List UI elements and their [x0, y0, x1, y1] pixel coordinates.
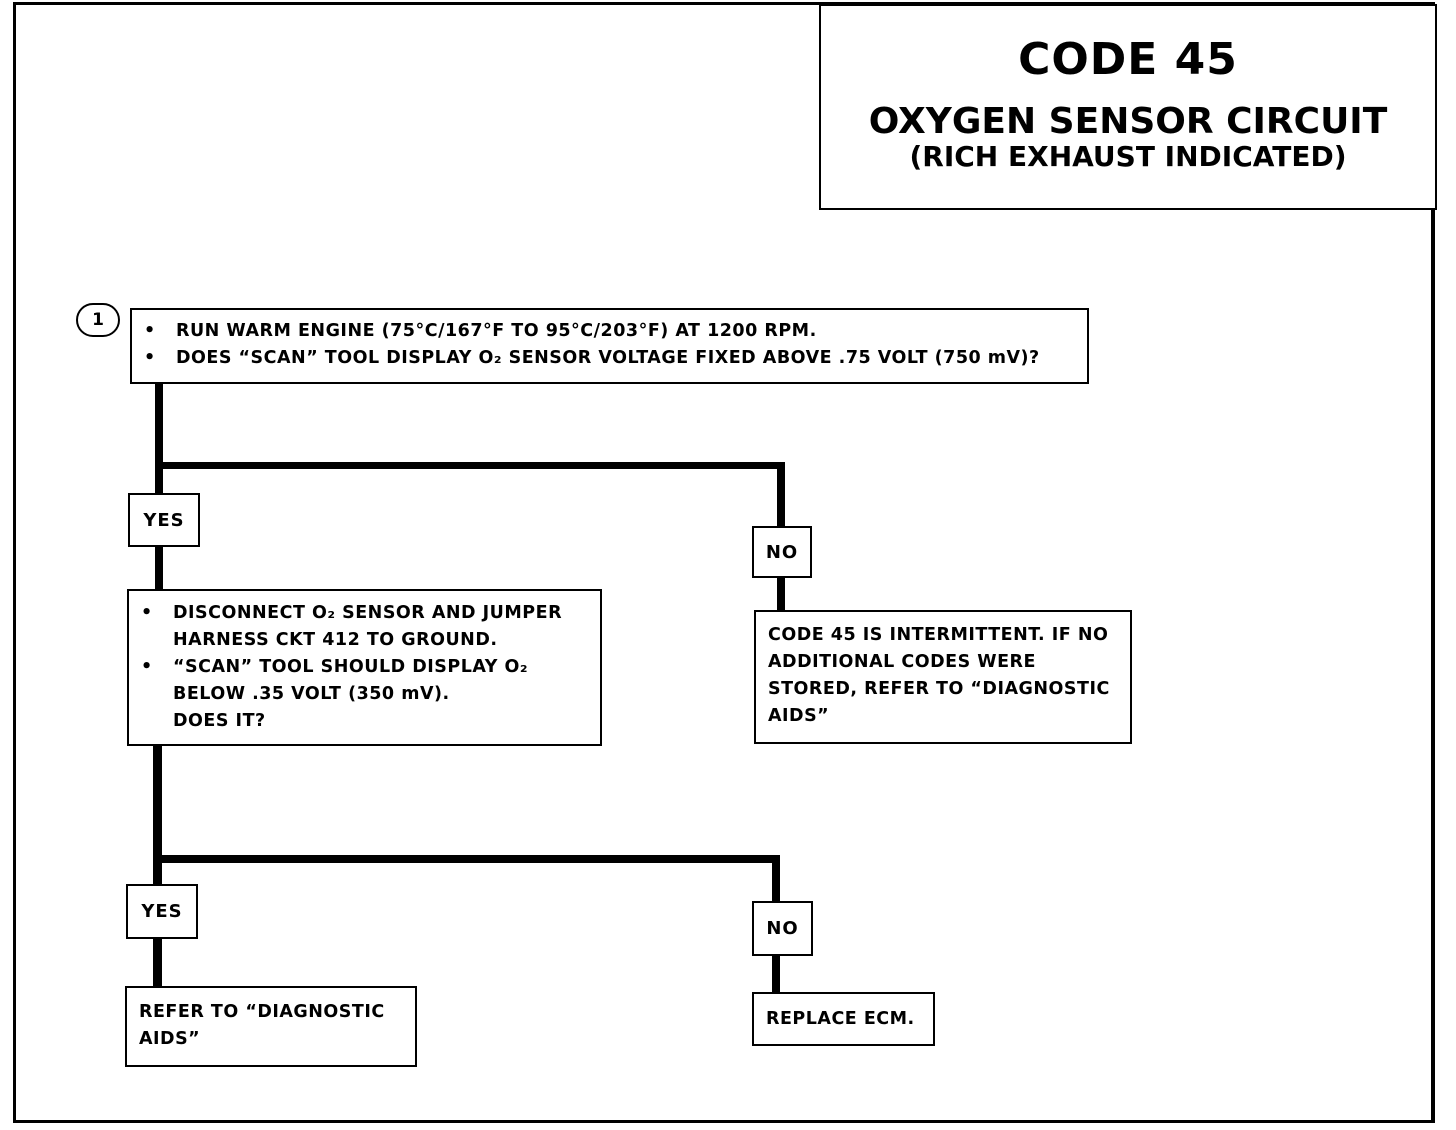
- no-label: NO: [752, 526, 812, 578]
- yes1-line: BELOW .35 VOLT (350 mV).: [173, 684, 450, 704]
- no2-line: REPLACE ECM.: [766, 1009, 915, 1029]
- yes1-item: • “SCAN” TOOL SHOULD DISPLAY O₂: [129, 654, 600, 681]
- bullet-icon: •: [141, 603, 153, 623]
- yes1-line-cont: HARNESS CKT 412 TO GROUND.: [129, 627, 600, 654]
- yes-label: YES: [128, 493, 200, 547]
- yes2-line: REFER TO “DIAGNOSTIC: [139, 1002, 385, 1022]
- no-label: NO: [752, 901, 813, 956]
- diagram-frame: [13, 2, 1435, 1123]
- yes1-line: DISCONNECT O₂ SENSOR AND JUMPER: [173, 603, 563, 623]
- step-number-badge: 1: [76, 303, 120, 337]
- intermittent-box: CODE 45 IS INTERMITTENT. IF NO ADDITIONA…: [754, 610, 1132, 744]
- connector-no2-down: [772, 954, 780, 994]
- yes1-line: “SCAN” TOOL SHOULD DISPLAY O₂: [173, 657, 529, 677]
- connector-step1-down: [155, 376, 163, 496]
- circuit-title: OXYGEN SENSOR CIRCUIT: [868, 101, 1388, 142]
- yes1-line-cont: BELOW .35 VOLT (350 mV).: [129, 681, 600, 708]
- connector-no1-down: [777, 576, 785, 612]
- step1-line: DOES “SCAN” TOOL DISPLAY O₂ SENSOR VOLTA…: [176, 348, 1040, 368]
- connector-yes2-down: [153, 937, 162, 989]
- refer-diagnostic-aids-box: REFER TO “DIAGNOSTIC AIDS”: [125, 986, 417, 1067]
- no1-line: CODE 45 IS INTERMITTENT. IF NO: [768, 625, 1109, 645]
- disconnect-sensor-box: • DISCONNECT O₂ SENSOR AND JUMPER HARNES…: [127, 589, 602, 746]
- title-block: CODE 45 OXYGEN SENSOR CIRCUIT (RICH EXHA…: [819, 4, 1437, 210]
- bullet-icon: •: [141, 657, 153, 677]
- circuit-subtitle: (RICH EXHAUST INDICATED): [909, 140, 1347, 173]
- step1-line: RUN WARM ENGINE (75°C/167°F TO 95°C/203°…: [176, 321, 817, 341]
- no1-line: ADDITIONAL CODES WERE: [768, 652, 1036, 672]
- code-title: CODE 45: [1018, 34, 1238, 85]
- yes1-line: HARNESS CKT 412 TO GROUND.: [173, 630, 498, 650]
- bullet-icon: •: [144, 321, 156, 341]
- no1-line: STORED, REFER TO “DIAGNOSTIC: [768, 679, 1110, 699]
- step1-item: • RUN WARM ENGINE (75°C/167°F TO 95°C/20…: [132, 318, 1087, 345]
- yes1-item: • DISCONNECT O₂ SENSOR AND JUMPER: [129, 600, 600, 627]
- yes-label: YES: [126, 884, 198, 939]
- connector-branch1-horizontal: [155, 462, 785, 469]
- connector-branch1-no-down: [777, 462, 785, 528]
- no1-line: AIDS”: [768, 706, 830, 726]
- yes1-line-cont: DOES IT?: [129, 708, 600, 735]
- yes1-line: DOES IT?: [173, 711, 266, 731]
- connector-box2-down: [153, 744, 162, 886]
- connector-branch2-no-down: [772, 855, 780, 903]
- replace-ecm-box: REPLACE ECM.: [752, 992, 935, 1046]
- connector-yes1-down: [155, 545, 163, 591]
- connector-branch2-horizontal: [153, 855, 780, 863]
- bullet-icon: •: [144, 348, 156, 368]
- step1-box: • RUN WARM ENGINE (75°C/167°F TO 95°C/20…: [130, 308, 1089, 384]
- yes2-line: AIDS”: [139, 1029, 201, 1049]
- step1-item: • DOES “SCAN” TOOL DISPLAY O₂ SENSOR VOL…: [132, 345, 1087, 372]
